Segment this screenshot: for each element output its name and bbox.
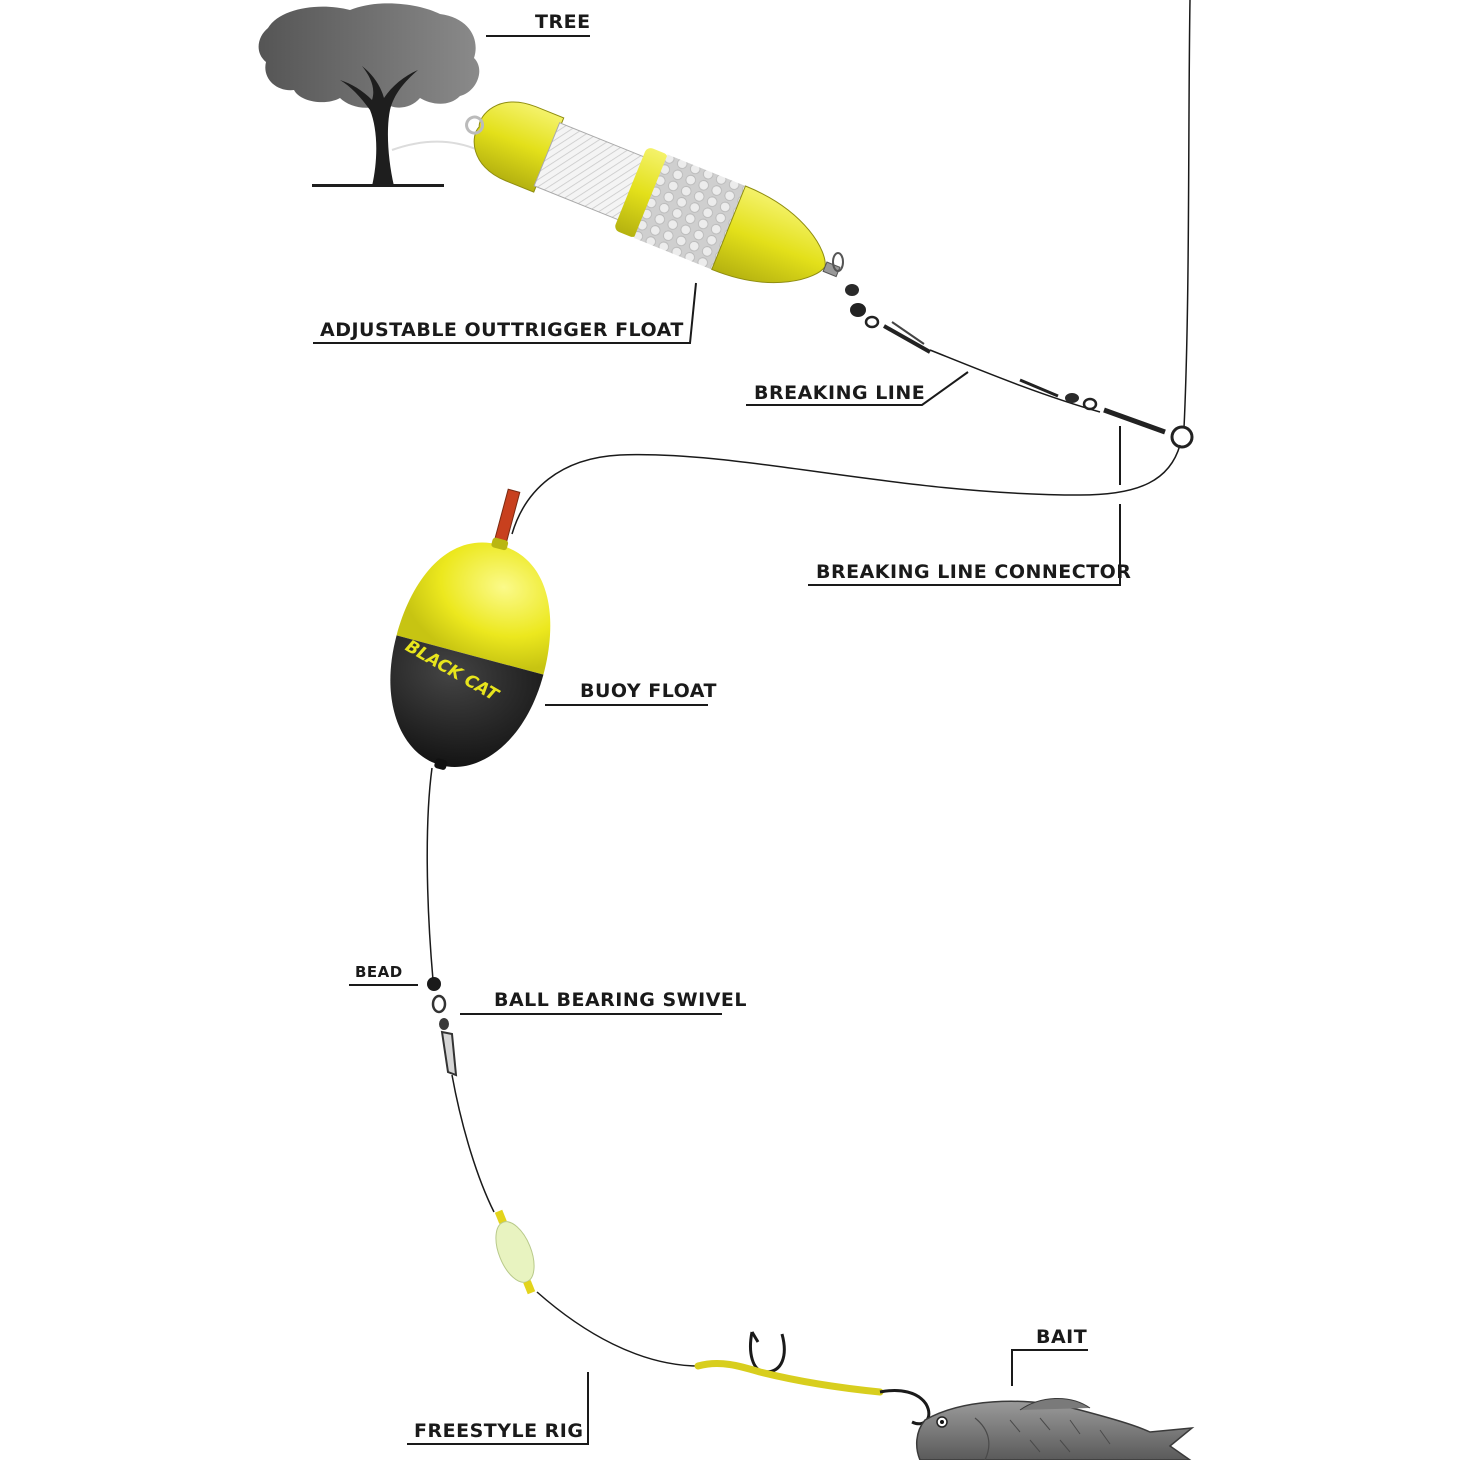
label-breaking-line-connector: BREAKING LINE CONNECTOR xyxy=(816,561,1131,583)
ball-bearing-swivel-icon xyxy=(431,994,458,1077)
swivel-icon xyxy=(832,252,931,354)
tree-tether xyxy=(391,140,479,151)
leader-line xyxy=(426,767,434,981)
breaking-line-path xyxy=(929,349,1101,413)
rig-line-upper xyxy=(451,1074,495,1213)
leader-breaking-line xyxy=(746,371,969,406)
buoy-line xyxy=(511,444,1181,535)
hook-icon xyxy=(749,1331,786,1374)
label-freestyle-rig: FREESTYLE RIG xyxy=(414,1420,583,1442)
leader-bait xyxy=(1011,1349,1088,1386)
label-swivel: BALL BEARING SWIVEL xyxy=(494,989,747,1011)
label-outrigger: ADJUSTABLE OUTTRIGGER FLOAT xyxy=(320,319,684,341)
outrigger-float-icon xyxy=(465,101,841,284)
breaking-line-connector-icon xyxy=(1019,378,1194,449)
leader-outrigger xyxy=(313,282,697,344)
rig-tube xyxy=(694,1360,884,1396)
label-breaking-line: BREAKING LINE xyxy=(754,382,925,404)
label-buoy-float: BUOY FLOAT xyxy=(580,680,717,702)
buoy-float-icon: BLACK CAT xyxy=(390,488,551,770)
bait-fish-icon xyxy=(915,1397,1195,1460)
tree-ground xyxy=(312,184,444,187)
label-bait: BAIT xyxy=(1036,1326,1087,1348)
glow-bead-icon xyxy=(494,1209,536,1295)
rig-line-lower xyxy=(536,1291,706,1367)
bead-icon xyxy=(427,977,441,991)
ring-icon xyxy=(1170,425,1194,449)
bait-hook-icon xyxy=(879,1389,931,1426)
main-line xyxy=(1183,0,1191,429)
leader-breaking-line-connector xyxy=(808,426,1121,586)
label-tree: TREE xyxy=(535,11,591,33)
label-bead: BEAD xyxy=(355,963,403,981)
tree-icon xyxy=(258,3,480,187)
leader-freestyle-rig xyxy=(407,1372,589,1445)
